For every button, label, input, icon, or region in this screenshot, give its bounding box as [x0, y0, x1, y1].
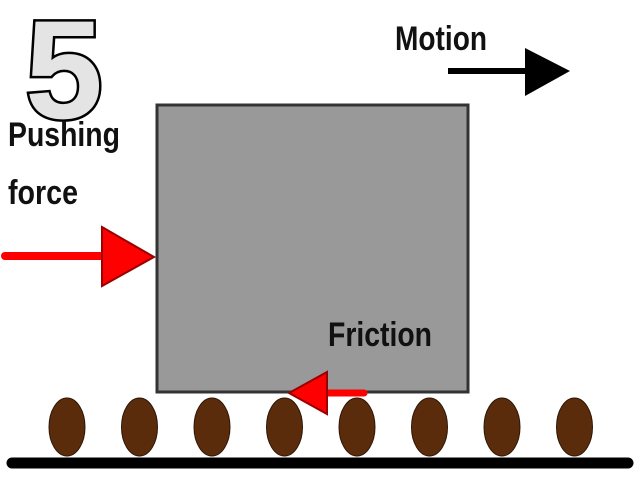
motion-arrow	[448, 48, 570, 96]
roller	[48, 397, 86, 457]
roller	[266, 397, 303, 457]
roller	[411, 397, 448, 457]
block	[155, 103, 470, 394]
pushing-force-label-line1: Pushing	[8, 116, 120, 154]
roller	[338, 397, 376, 457]
friction-arrow	[286, 370, 368, 416]
roller	[556, 397, 593, 457]
roller	[121, 397, 158, 457]
rollers	[48, 397, 593, 457]
roller	[193, 397, 231, 457]
pushing-force-arrow	[1, 225, 157, 288]
slide-number: 5	[25, 0, 103, 148]
friction-label: Friction	[328, 316, 432, 354]
roller	[483, 397, 521, 457]
pushing-force-label-line2: force	[8, 174, 78, 212]
motion-label: Motion	[395, 20, 487, 58]
